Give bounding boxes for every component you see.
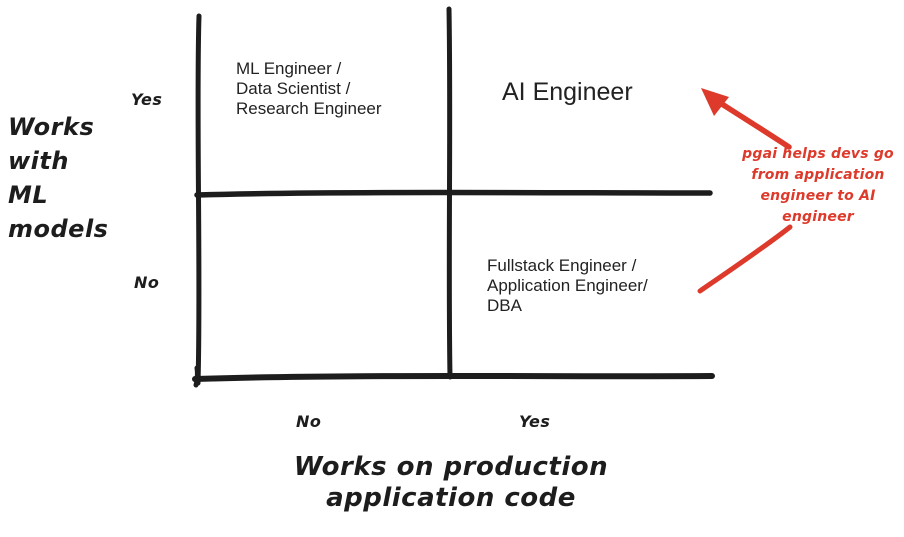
y-tick-yes: Yes <box>131 90 163 109</box>
quadrant-bottom-right-line: Fullstack Engineer / <box>487 256 637 275</box>
quadrant-top-left-line: ML Engineer / <box>236 59 342 78</box>
x-axis-line <box>192 373 715 382</box>
y-axis-label-line: ML <box>8 181 49 209</box>
annotation-arrowhead-icon <box>701 88 729 116</box>
annotation-arrow-upper-segment <box>711 96 792 150</box>
quadrant-top-left-line: Data Scientist / <box>236 79 351 98</box>
quadrant-bottom-right-line: DBA <box>487 296 522 315</box>
x-axis-label: Works on production application code <box>278 452 624 514</box>
pgai-annotation-line: pgai helps devs go <box>742 146 894 162</box>
x-axis-label-line: application code <box>326 483 576 513</box>
y-axis-line <box>195 13 202 386</box>
quadrant-bottom-right-label: Fullstack Engineer / Application Enginee… <box>487 256 648 316</box>
pgai-annotation-text: pgai helps devs go from application engi… <box>731 144 904 228</box>
y-tick-no: No <box>134 273 160 292</box>
y-axis-label-line: Works <box>8 113 95 141</box>
x-tick-no: No <box>296 412 322 431</box>
horizontal-divider-line <box>194 189 713 198</box>
y-axis-label: Works with ML models <box>8 110 108 246</box>
axis-corner-stroke <box>193 365 200 388</box>
quadrant-top-right-label: AI Engineer <box>502 78 633 106</box>
pgai-annotation-line: engineer to AI <box>760 188 876 204</box>
x-tick-yes: Yes <box>519 412 551 431</box>
pgai-annotation-line: from application <box>751 167 885 183</box>
y-axis-label-line: with <box>8 147 69 175</box>
quadrant-bottom-right-line: Application Engineer/ <box>487 276 648 295</box>
annotation-arrow-lower-segment <box>697 224 793 294</box>
x-axis-label-line: Works on production <box>293 452 609 482</box>
y-axis-label-line: models <box>8 215 109 243</box>
quadrant-top-left-label: ML Engineer / Data Scientist / Research … <box>236 59 382 119</box>
pgai-annotation-line: engineer <box>782 209 854 225</box>
quadrant-top-left-line: Research Engineer <box>236 99 382 118</box>
